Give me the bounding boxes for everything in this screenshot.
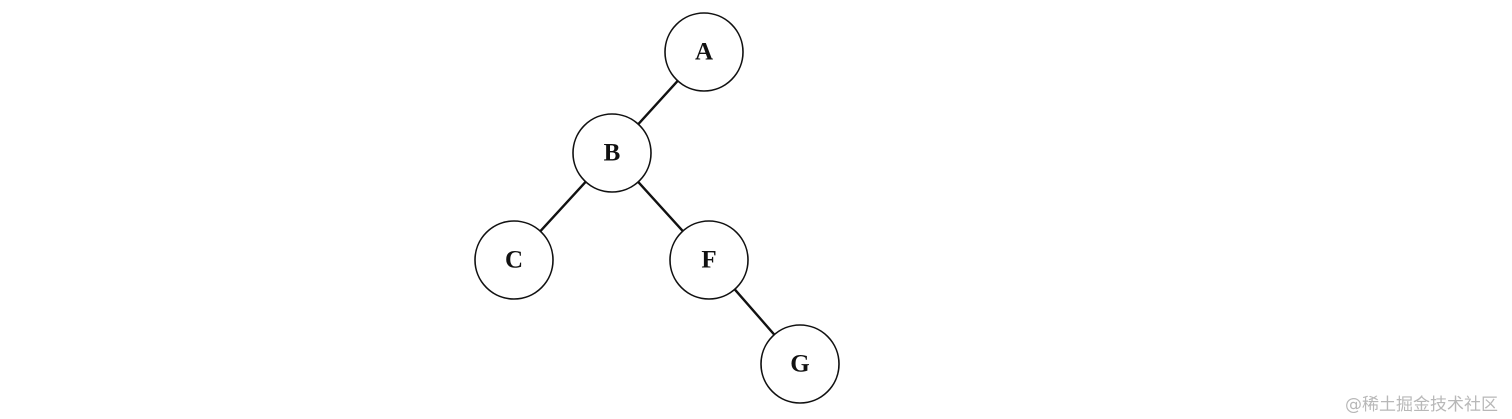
edge-b-c: [539, 180, 587, 233]
node-circle: [760, 324, 840, 404]
edge-b-f: [637, 181, 684, 232]
edge-f-g: [733, 288, 776, 336]
tree-node-c: C: [474, 220, 554, 300]
node-circle: [572, 113, 652, 193]
node-label: F: [701, 247, 716, 274]
node-circle: [669, 220, 749, 300]
tree-node-a: A: [664, 12, 744, 92]
node-circle: [474, 220, 554, 300]
tree-node-g: G: [760, 324, 840, 404]
node-label: A: [695, 39, 713, 66]
edges-layer: [539, 80, 776, 336]
nodes-layer: A B C F G: [474, 12, 840, 404]
node-label: G: [790, 351, 809, 378]
node-circle: [664, 12, 744, 92]
tree-node-f: F: [669, 220, 749, 300]
watermark: @稀土掘金技术社区: [1345, 395, 1498, 415]
tree-node-b: B: [572, 113, 652, 193]
edge-a-b: [637, 80, 679, 125]
node-label: C: [505, 247, 523, 274]
node-label: B: [604, 140, 621, 167]
